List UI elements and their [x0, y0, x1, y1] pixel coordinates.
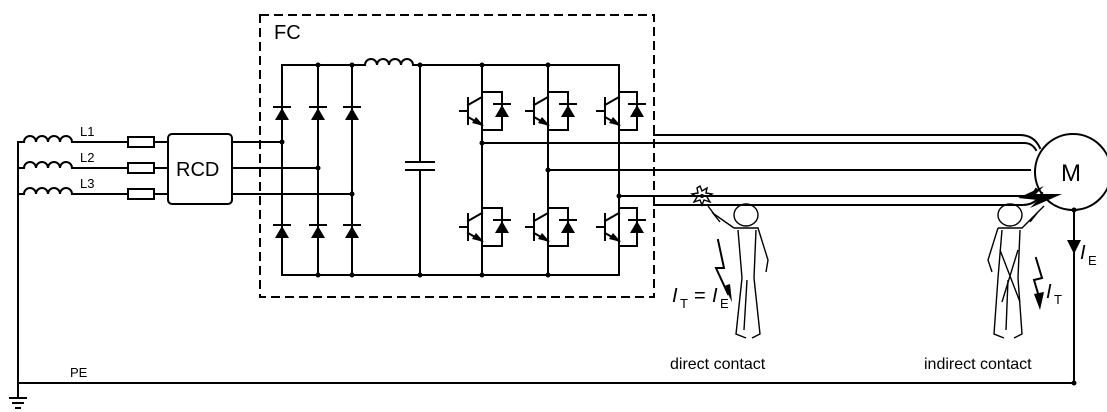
earth-current-arrow [1067, 240, 1081, 254]
frequency-converter: FC [259, 14, 655, 298]
indirect-contact-label: indirect contact [924, 356, 1032, 373]
ie-subscript-direct: E [720, 296, 729, 311]
ie-subscript: E [1088, 253, 1097, 268]
supply-coil-l1 [22, 135, 74, 144]
ie-symbol-direct: I [712, 285, 718, 307]
label-l3: L3 [80, 176, 94, 191]
supply-coil-l3 [22, 187, 74, 196]
head [733, 203, 759, 227]
ie-symbol: I [1080, 242, 1086, 264]
fuse-l2 [127, 162, 155, 174]
fc-dashed-border [259, 14, 655, 298]
direct-contact-person: I T = I E direct contact [670, 184, 769, 373]
rcd-label: RCD [176, 159, 219, 181]
it-symbol: I [672, 285, 678, 307]
motor-label: M [1061, 160, 1081, 187]
label-l2: L2 [80, 150, 94, 165]
diode-upper-1 [275, 108, 289, 120]
diode-upper-2 [311, 108, 325, 120]
diode-lower-3 [345, 226, 359, 238]
diode-lower-2 [311, 226, 325, 238]
label-l1: L1 [80, 124, 94, 139]
supply-coil-l2 [22, 161, 74, 170]
fc-label: FC [274, 22, 301, 44]
rcd-block: RCD [167, 133, 353, 205]
dc-link-capacitor [405, 62, 435, 278]
supply-section: L1 L2 L3 PE [9, 124, 1075, 409]
indirect-contact-person: I T indirect contact [924, 203, 1062, 373]
dc-inductor [363, 58, 415, 67]
direct-contact-label: direct contact [670, 356, 766, 373]
diode-upper-3 [345, 108, 359, 120]
motor-cable [481, 133, 1044, 207]
diode-lower-1 [275, 226, 289, 238]
head [997, 203, 1023, 227]
inverter-leg-2 [525, 62, 577, 278]
equals-sign: = [694, 285, 706, 307]
fuse-l1 [127, 136, 155, 148]
fuse-l3 [127, 188, 155, 200]
earth-symbol [9, 397, 27, 409]
label-pe: PE [70, 365, 88, 380]
spark-icon [690, 184, 714, 207]
it-subscript: T [680, 296, 688, 311]
it-symbol-indirect: I [1046, 281, 1052, 303]
fault-lightning-icon [1018, 186, 1062, 208]
it-subscript-indirect: T [1054, 292, 1062, 307]
motor: M I E [1018, 133, 1107, 386]
inverter-leg-1 [459, 62, 511, 278]
